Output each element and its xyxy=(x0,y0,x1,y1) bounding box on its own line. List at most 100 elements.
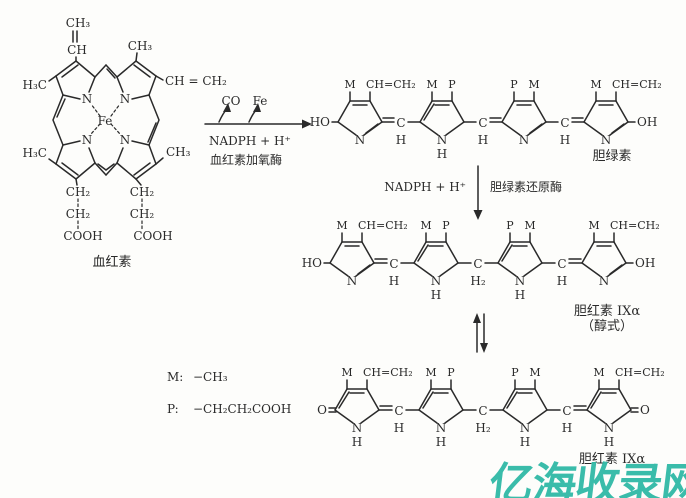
ring-nitrogen-label: N xyxy=(520,421,531,435)
substituent-label: M xyxy=(524,219,535,232)
step1-cofactor-label: NADPH + H⁺ xyxy=(209,134,291,148)
legend-m-key: M: xyxy=(167,370,183,384)
bond xyxy=(502,409,522,424)
ring-nitrogen-label: N xyxy=(431,274,442,288)
substituent-label: P xyxy=(506,219,514,232)
bond xyxy=(334,409,354,424)
bond xyxy=(418,409,438,424)
heme-iron-label: Fe xyxy=(98,114,113,128)
substituent-label: CH=CH₂ xyxy=(615,366,665,379)
substituent-label: M xyxy=(426,78,437,91)
left-end-group-label: HO xyxy=(310,115,330,129)
heme-ch2-label: CH₂ xyxy=(66,185,91,199)
bond xyxy=(419,100,433,123)
bond xyxy=(445,121,465,136)
heme-vinyl-right-label: CH = CH₂ xyxy=(165,74,227,88)
bond xyxy=(423,103,435,121)
co-byproduct-label: CO xyxy=(221,94,240,108)
bond xyxy=(501,121,521,136)
right-end-group-label: O xyxy=(640,403,650,417)
ring-nitrogen-label: N xyxy=(436,421,447,435)
substituent-label: CH=CH₂ xyxy=(612,78,662,91)
bond xyxy=(422,391,434,409)
bond xyxy=(413,241,427,264)
bridge-hydrogen-label: H xyxy=(478,133,488,147)
bond xyxy=(361,241,375,264)
heme-ch2-label: CH₂ xyxy=(130,185,155,199)
ring-nh-hydrogen-label: H xyxy=(520,435,530,449)
legend-m-value: −CH₃ xyxy=(193,370,228,384)
step2-cofactor-label: NADPH + H⁺ xyxy=(384,180,466,194)
ring-nitrogen-label: N xyxy=(355,133,366,147)
heme-cooh-label: COOH xyxy=(63,229,102,243)
bridge-carbon-label: C xyxy=(473,257,482,271)
heme-nitrogen-label: N xyxy=(120,133,131,147)
bond xyxy=(365,123,379,134)
substituent-label: P xyxy=(510,78,518,91)
right-end-group-label: OH xyxy=(635,256,655,270)
ring-nh-hydrogen-label: H xyxy=(604,435,614,449)
substituent-label: M xyxy=(529,366,540,379)
ring-nitrogen-label: N xyxy=(437,133,448,147)
bridge-hydrogen-label: H xyxy=(394,421,404,435)
bridge-hydrogen-label: H xyxy=(562,421,572,435)
bond xyxy=(445,241,459,264)
substituent-label: M xyxy=(528,78,539,91)
arrow-up-head xyxy=(473,313,481,323)
ring-nitrogen-label: N xyxy=(604,421,615,435)
bond xyxy=(586,388,600,411)
bond xyxy=(369,100,383,123)
ring-nitrogen-label: N xyxy=(601,133,612,147)
right-end-group-label: OH xyxy=(637,115,657,129)
heme-nitrogen-label: N xyxy=(82,133,93,147)
substituent-label: M xyxy=(341,366,352,379)
bond xyxy=(451,100,465,123)
bond xyxy=(583,100,597,123)
bond xyxy=(450,388,464,411)
bond xyxy=(501,244,513,262)
structure-caption: 胆红素 IXα xyxy=(574,303,641,319)
bond xyxy=(590,391,602,409)
byproduct-arrow-head xyxy=(223,103,231,112)
bridge-hydrogen-label: H xyxy=(389,274,399,288)
bond xyxy=(583,121,603,136)
reaction-step-1: CO Fe NADPH + H⁺ 血红素加氧酶 xyxy=(204,94,312,167)
substituent-label: P xyxy=(442,219,450,232)
heme-structure: CH₃ CH CH₃ CH = CH₂ H₃C H₃C CH₃ N N N N … xyxy=(23,16,227,270)
substituent-label: P xyxy=(511,366,519,379)
bond xyxy=(329,262,349,277)
ring-nitrogen-label: N xyxy=(347,274,358,288)
bond xyxy=(337,121,357,136)
ring-nh-hydrogen-label: H xyxy=(515,288,525,302)
substituent-label: M xyxy=(336,219,347,232)
bond xyxy=(581,241,595,264)
ring-nitrogen-label: N xyxy=(352,421,363,435)
ring-nitrogen-label: N xyxy=(599,274,610,288)
substituent-label: M xyxy=(593,366,604,379)
bond xyxy=(337,100,351,123)
bond xyxy=(581,262,601,277)
bond xyxy=(529,241,543,264)
substituent-label: P xyxy=(447,366,455,379)
substituent-label: M xyxy=(588,219,599,232)
structure-caption-form: （醇式） xyxy=(581,318,633,334)
heme-methyl-se-label: CH₃ xyxy=(166,145,191,159)
heme-bonds xyxy=(48,30,164,230)
heme-methyl-nw-label: H₃C xyxy=(23,78,47,92)
bond xyxy=(444,409,464,424)
step1-enzyme-label: 血红素加氧酶 xyxy=(210,152,282,167)
bond xyxy=(609,264,623,275)
legend-p-value: −CH₂CH₂COOH xyxy=(193,402,291,416)
ring-nitrogen-label: N xyxy=(519,133,530,147)
bridge-carbon-label: C xyxy=(396,116,405,130)
bridge-carbon-label: C xyxy=(560,116,569,130)
heme-vinyl-ch-label: CH xyxy=(67,43,87,57)
bond xyxy=(506,391,518,409)
arrow-down-head xyxy=(473,210,483,220)
bridge-hydrogen-label: H xyxy=(557,274,567,288)
bridge-carbon-label: C xyxy=(557,257,566,271)
bridge-carbon-label: C xyxy=(478,116,487,130)
